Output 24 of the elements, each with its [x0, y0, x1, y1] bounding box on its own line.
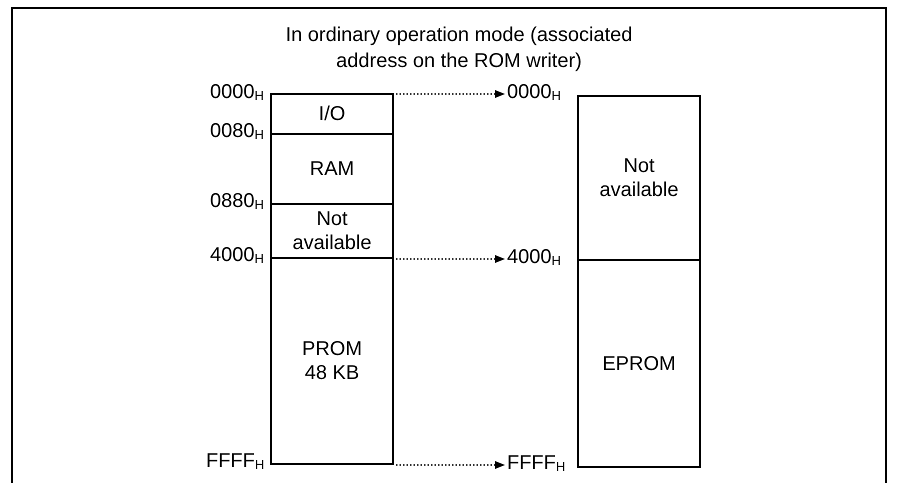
- memory-block: [577, 95, 701, 261]
- address-label: 4000$_{H}$: [507, 245, 561, 269]
- block-label: I/O: [318, 102, 346, 126]
- address-label: 0080$_{H}$: [210, 119, 264, 143]
- address-label: 0000$_{H}$: [210, 80, 264, 104]
- address-label: FFFF$_{H}$: [507, 451, 566, 475]
- block-label: RAM: [308, 157, 356, 181]
- block-label: Not available: [292, 207, 372, 255]
- memory-block: [270, 133, 394, 205]
- address-label: 0000$_{H}$: [507, 80, 561, 104]
- arrow: [396, 90, 505, 98]
- address-label: 0880$_{H}$: [210, 189, 264, 213]
- arrow: [396, 461, 505, 469]
- memory-block: [270, 93, 394, 135]
- arrow: [396, 255, 505, 263]
- diagram-title: In ordinary operation mode (associated address on the ROM writer): [284, 23, 634, 74]
- block-label: EPROM: [601, 352, 677, 376]
- block-label: PROM 48 KB: [301, 337, 363, 385]
- memory-block: [270, 203, 394, 259]
- block-label: Not available: [598, 154, 680, 202]
- memory-block: [270, 257, 394, 465]
- memory-block: [577, 259, 701, 468]
- address-label: FFFF$_{H}$: [206, 449, 264, 473]
- address-label: 4000$_{H}$: [210, 243, 264, 267]
